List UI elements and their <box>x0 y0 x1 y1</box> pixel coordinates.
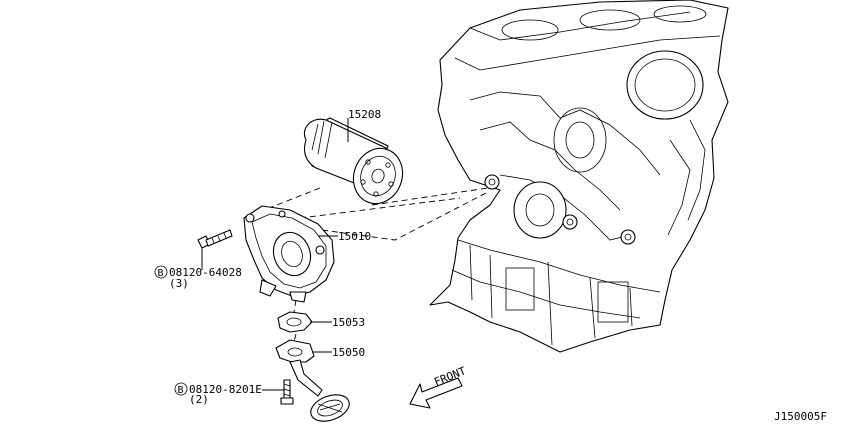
label-15053: 15053 <box>332 316 365 329</box>
b-symbol-icon <box>154 265 168 279</box>
gasket <box>277 311 313 333</box>
b-symbol2-icon <box>174 382 188 396</box>
bolt1-callout: B 08120-64028 (3) <box>154 265 242 290</box>
front-arrow: FRONT <box>409 364 468 409</box>
label-15208: 15208 <box>348 108 381 121</box>
bolt2-callout: B 08120-8201E (2) <box>174 382 262 406</box>
label-bolt1-qty: (3) <box>169 277 189 290</box>
label-bolt2-code: 08120-8201E <box>189 383 262 396</box>
oil-filter <box>303 117 404 205</box>
diagram-id: J150005F <box>774 410 827 423</box>
bolt1-symbol: B <box>158 268 164 279</box>
bolt-icon <box>197 229 233 249</box>
bolt2-symbol: B <box>178 385 184 396</box>
oil-pump <box>243 205 335 303</box>
arrow-icon <box>409 377 463 409</box>
label-bolt2-qty: (2) <box>189 393 209 406</box>
gasket-align-line <box>293 299 297 313</box>
strainer-align-line <box>293 333 297 343</box>
label-15010: 15010 <box>338 230 371 243</box>
bolt2-icon <box>280 379 294 405</box>
alignment-lines <box>263 187 489 241</box>
label-15050: 15050 <box>332 346 365 359</box>
engine-block <box>429 0 729 353</box>
oil-strainer <box>275 339 350 422</box>
label-bolt1-code: 08120-64028 <box>169 266 242 279</box>
